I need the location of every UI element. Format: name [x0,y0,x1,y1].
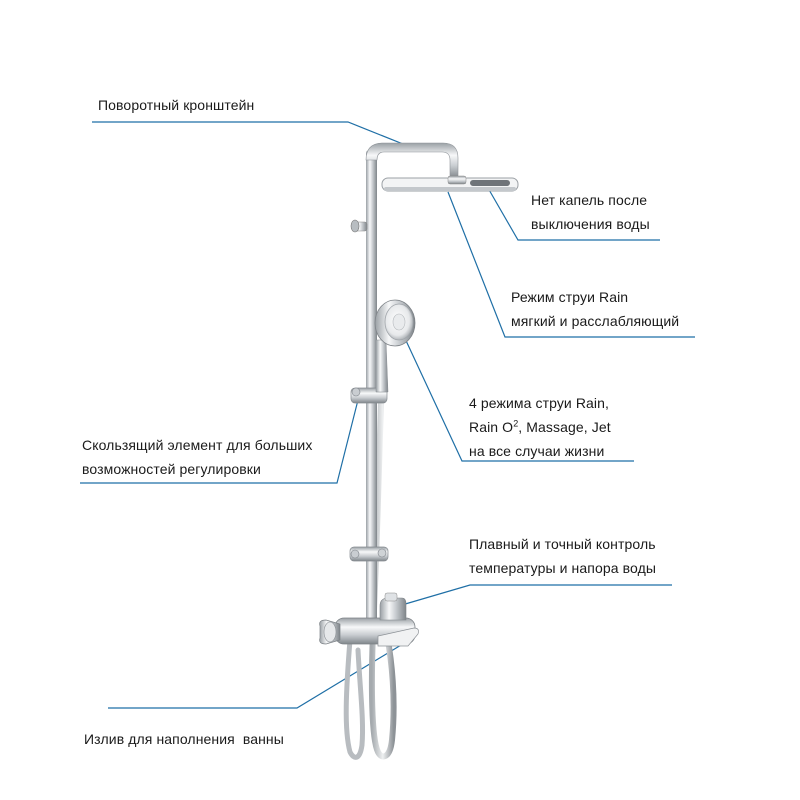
leader-no-drip [487,187,660,241]
callout-hand-shower-line-3: на все случаи жизни [469,443,605,459]
callout-rain-mode-line-2: мягкий и расслабляющий [511,313,680,329]
callout-no-drip-line-1: Нет капель после [531,192,648,208]
callout-thermostat-line-1: Плавный и точный контроль [469,536,656,552]
thermostat-mixer [319,592,419,647]
rain-o-superscript: 2 [513,418,519,429]
callout-slider-line-1: Скользящий элемент для больших [82,437,313,453]
leader-slider [80,399,359,484]
rain-o-text: Rain O [469,419,514,435]
leader-swivel-arm [92,121,414,149]
modes-rest-text: , Massage, Jet [518,419,611,435]
callout-rain-mode: Режим струи Rain мягкий и расслабляющий [511,285,679,333]
callout-spout: Излив для наполнения ванны [84,679,284,775]
leader-thermostat [394,584,672,608]
callout-hand-shower-line-1: 4 режима струи Rain, [469,395,610,411]
hand-shower [374,299,416,393]
lower-hose [343,637,366,760]
shower-arm [365,142,459,179]
leader-spout [108,635,417,709]
callout-swivel-arm: Поворотный кронштейн [98,93,254,117]
callout-no-drip-line-2: выключения воды [531,216,650,232]
callout-rain-mode-line-1: Режим струи Rain [511,289,629,305]
shower-hose [368,342,397,760]
shower-system [319,142,519,760]
lower-clamp [349,546,389,562]
callout-thermostat-line-2: температуры и напора воды [469,560,656,576]
callout-no-drip: Нет капель после выключения воды [531,188,650,236]
leader-hand-shower [401,331,634,462]
leader-rain-mode [447,191,695,338]
callout-hand-shower-modes: 4 режима струи Rain, Rain O2, Massage, J… [469,391,611,463]
leader-lines [80,121,695,709]
wall-bracket [350,219,368,233]
overhead-shower-head [381,175,519,192]
callout-spout-line: Излив для наполнения ванны [84,731,284,747]
callout-slider-line-2: возможностей регулировки [82,461,261,477]
callout-thermostat: Плавный и точный контроль температуры и … [469,532,656,580]
callout-slider: Скользящий элемент для больших возможнос… [82,433,312,481]
callout-hand-shower-line-2: Rain O2, Massage, Jet [469,415,611,439]
callout-swivel-arm-line: Поворотный кронштейн [98,97,255,113]
